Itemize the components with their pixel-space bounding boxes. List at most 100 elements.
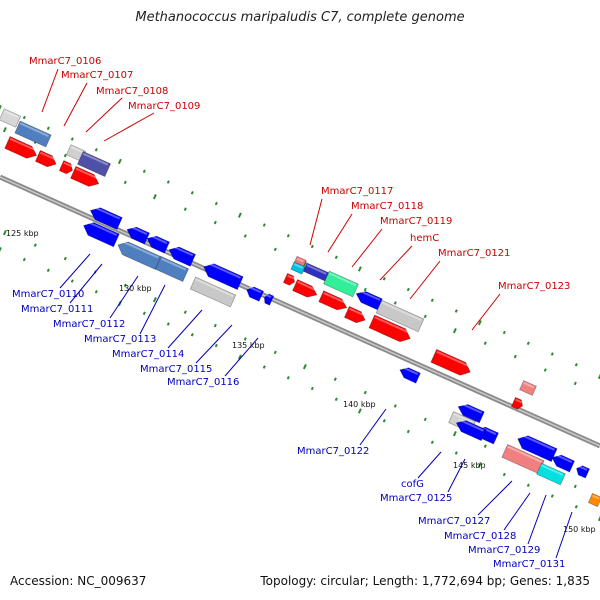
- tick-dot: [237, 212, 242, 218]
- gene-box[interactable]: [154, 256, 190, 282]
- leader-line: [447, 458, 466, 493]
- gene-box[interactable]: [76, 151, 112, 177]
- gene-arrow-forward[interactable]: [34, 149, 58, 169]
- tick-dot: [237, 354, 242, 360]
- gene-arrow-reverse[interactable]: [354, 288, 383, 311]
- leader-line: [63, 82, 88, 127]
- gene-label-reverse[interactable]: MmarC7_0116: [167, 377, 239, 388]
- tick-dot: [2, 230, 7, 236]
- gene-label-forward[interactable]: MmarC7_0107: [61, 70, 133, 81]
- kbp-label: 125 kbp: [6, 229, 39, 238]
- gene-box[interactable]: [189, 276, 237, 308]
- gene-arrow-reverse[interactable]: [574, 464, 590, 479]
- gene-box[interactable]: [290, 261, 306, 275]
- gene-arrow-forward[interactable]: [318, 290, 349, 313]
- gene-arrow-reverse[interactable]: [81, 219, 120, 248]
- tick-dot: [46, 126, 50, 131]
- gene-label-reverse[interactable]: cofG: [401, 479, 424, 490]
- tick-dot: [94, 148, 98, 152]
- gene-arrow-reverse[interactable]: [166, 244, 196, 267]
- gene-label-reverse[interactable]: MmarC7_0129: [468, 545, 540, 556]
- gene-label-forward[interactable]: MmarC7_0119: [380, 216, 452, 227]
- tick-dot: [454, 451, 458, 455]
- gene-label-reverse[interactable]: MmarC7_0115: [140, 364, 212, 375]
- gene-label-forward[interactable]: MmarC7_0106: [29, 56, 101, 67]
- gene-label-reverse[interactable]: MmarC7_0125: [380, 493, 452, 504]
- gene-box[interactable]: [536, 462, 566, 486]
- gene-box[interactable]: [587, 492, 600, 508]
- leader-line: [195, 324, 233, 364]
- gene-label-reverse[interactable]: MmarC7_0131: [493, 559, 565, 570]
- gene-arrow-reverse[interactable]: [244, 285, 265, 302]
- gene-arrow-forward[interactable]: [343, 305, 367, 325]
- gene-arrow-forward[interactable]: [292, 279, 320, 301]
- gene-label-forward[interactable]: MmarC7_0109: [128, 101, 200, 112]
- tick-dot: [423, 417, 427, 422]
- gene-arrow-reverse[interactable]: [201, 260, 244, 291]
- gene-arrow-forward[interactable]: [510, 396, 524, 410]
- tick-dot: [543, 368, 547, 372]
- gene-box[interactable]: [375, 299, 425, 333]
- gene-arrow-reverse[interactable]: [550, 452, 575, 473]
- gene-arrow-forward[interactable]: [70, 165, 102, 189]
- tick-dot: [0, 247, 2, 253]
- gene-arrow-reverse[interactable]: [88, 205, 123, 230]
- tick-dot: [94, 290, 98, 294]
- gene-arrow-forward[interactable]: [368, 314, 413, 345]
- gene-arrow-reverse[interactable]: [262, 293, 275, 306]
- gene-box[interactable]: [0, 108, 22, 128]
- tick-dot: [152, 194, 157, 200]
- gene-label-forward[interactable]: MmarC7_0123: [498, 281, 570, 292]
- gene-arrow-reverse[interactable]: [515, 432, 558, 463]
- tick-dot: [382, 277, 386, 281]
- gene-label-reverse[interactable]: MmarC7_0113: [84, 334, 156, 345]
- gene-label-reverse[interactable]: MmarC7_0111: [21, 304, 93, 315]
- gene-arrow-forward[interactable]: [430, 348, 473, 378]
- tick-dot: [213, 220, 217, 225]
- gene-label-forward[interactable]: MmarC7_0118: [351, 201, 423, 212]
- tick-dot: [393, 404, 397, 408]
- gene-arrow-reverse[interactable]: [145, 233, 170, 254]
- gene-arrow-reverse[interactable]: [125, 224, 150, 245]
- leader-line: [409, 260, 441, 300]
- tick-dot: [430, 298, 434, 303]
- gene-arrow-forward[interactable]: [282, 272, 296, 286]
- gene-label-forward[interactable]: hemC: [410, 233, 439, 244]
- leader-line: [224, 337, 259, 377]
- tick-dot: [46, 268, 50, 273]
- label-leaders: [41, 68, 573, 559]
- gene-label-reverse[interactable]: MmarC7_0110: [12, 289, 84, 300]
- gene-box[interactable]: [519, 380, 537, 396]
- leader-line: [69, 263, 103, 304]
- gene-label-reverse[interactable]: MmarC7_0114: [112, 349, 184, 360]
- gene-label-forward[interactable]: MmarC7_0117: [321, 186, 393, 197]
- gene-arrow-forward[interactable]: [58, 160, 74, 176]
- tick-dot: [550, 494, 554, 498]
- tick-dot: [2, 127, 7, 133]
- gene-label-forward[interactable]: MmarC7_0121: [438, 248, 510, 259]
- gene-label-reverse[interactable]: MmarC7_0128: [444, 531, 516, 542]
- leader-line: [59, 253, 91, 289]
- gene-label-reverse[interactable]: MmarC7_0112: [53, 319, 125, 330]
- gene-arrow-forward[interactable]: [4, 136, 40, 162]
- gene-arrow-reverse[interactable]: [115, 239, 162, 270]
- tick-dot: [302, 364, 307, 370]
- gene-label-forward[interactable]: MmarC7_0108: [96, 86, 168, 97]
- tick-dot: [33, 243, 37, 247]
- gene-box[interactable]: [14, 120, 52, 148]
- gene-label-reverse[interactable]: MmarC7_0127: [418, 516, 490, 527]
- tick-dot: [513, 354, 517, 359]
- tick-dot: [477, 462, 482, 468]
- tick-dot: [334, 255, 338, 260]
- tick-dot: [183, 310, 187, 314]
- tick-dot: [483, 444, 487, 448]
- gene-box[interactable]: [323, 270, 359, 298]
- gene-arrow-reverse[interactable]: [454, 417, 487, 442]
- tick-dot: [452, 431, 457, 437]
- gene-label-reverse[interactable]: MmarC7_0122: [297, 446, 369, 457]
- gene-box[interactable]: [302, 262, 330, 282]
- tick-dot: [574, 504, 578, 509]
- gene-arrow-reverse[interactable]: [456, 401, 485, 424]
- tick-dot: [363, 287, 367, 292]
- gene-arrow-reverse[interactable]: [398, 365, 421, 384]
